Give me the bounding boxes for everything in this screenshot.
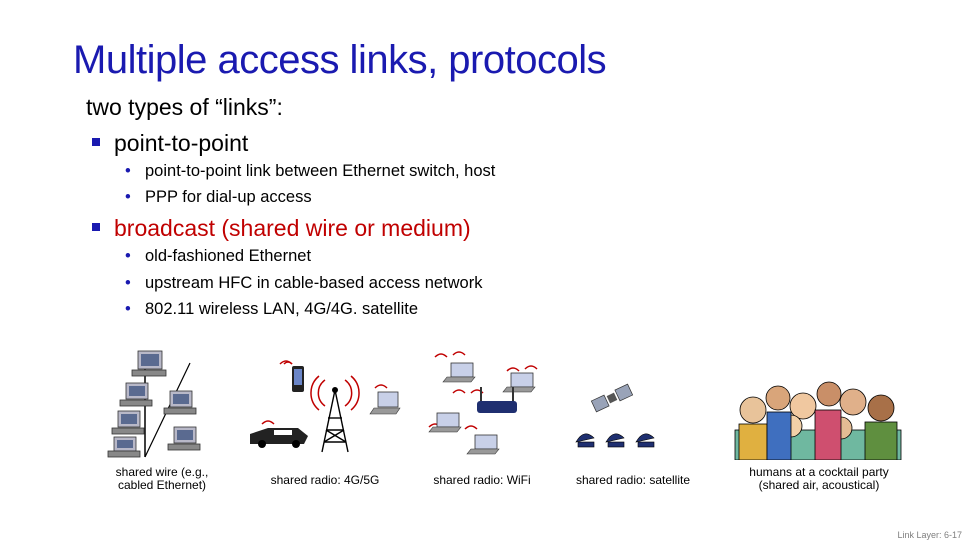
sub-bullet: •old-fashioned Ethernet bbox=[125, 247, 312, 265]
dot-bullet-icon: • bbox=[125, 247, 131, 265]
sub-bullet: •802.11 wireless LAN, 4G/4G. satellite bbox=[125, 300, 418, 318]
cellular-tower-icon bbox=[250, 360, 401, 453]
caption-wifi: shared radio: WiFi bbox=[433, 473, 531, 487]
square-bullet-icon bbox=[92, 222, 100, 231]
sub-bullet: •upstream HFC in cable-based access netw… bbox=[125, 274, 483, 292]
cocktail-party-icon bbox=[734, 381, 902, 460]
caption-4g-5g: shared radio: 4G/5G bbox=[270, 473, 380, 487]
caption-shared-wire: shared wire (e.g.,cabled Ethernet) bbox=[115, 465, 209, 492]
sub-bullet: •PPP for dial-up access bbox=[125, 188, 312, 206]
bullet-broadcast: broadcast (shared wire or medium) bbox=[92, 215, 471, 242]
dot-bullet-icon: • bbox=[125, 162, 131, 180]
dot-bullet-icon: • bbox=[125, 274, 131, 292]
dot-bullet-icon: • bbox=[125, 188, 131, 206]
intro-text: two types of “links”: bbox=[86, 94, 283, 120]
satellite-icon bbox=[575, 383, 655, 448]
wifi-router-icon bbox=[428, 351, 538, 455]
caption-cocktail-party: humans at a cocktail party(shared air, a… bbox=[749, 465, 889, 492]
dot-bullet-icon: • bbox=[125, 300, 131, 318]
bullet-point-to-point: point-to-point bbox=[92, 130, 248, 157]
sub-bullet: •point-to-point link between Ethernet sw… bbox=[125, 162, 496, 180]
slide-title: Multiple access links, protocols bbox=[73, 38, 607, 82]
slide-footer: Link Layer: 6-17 bbox=[897, 530, 962, 540]
wired-ethernet-icon bbox=[107, 350, 201, 458]
caption-satellite: shared radio: satellite bbox=[575, 473, 691, 487]
square-bullet-icon bbox=[92, 137, 100, 146]
